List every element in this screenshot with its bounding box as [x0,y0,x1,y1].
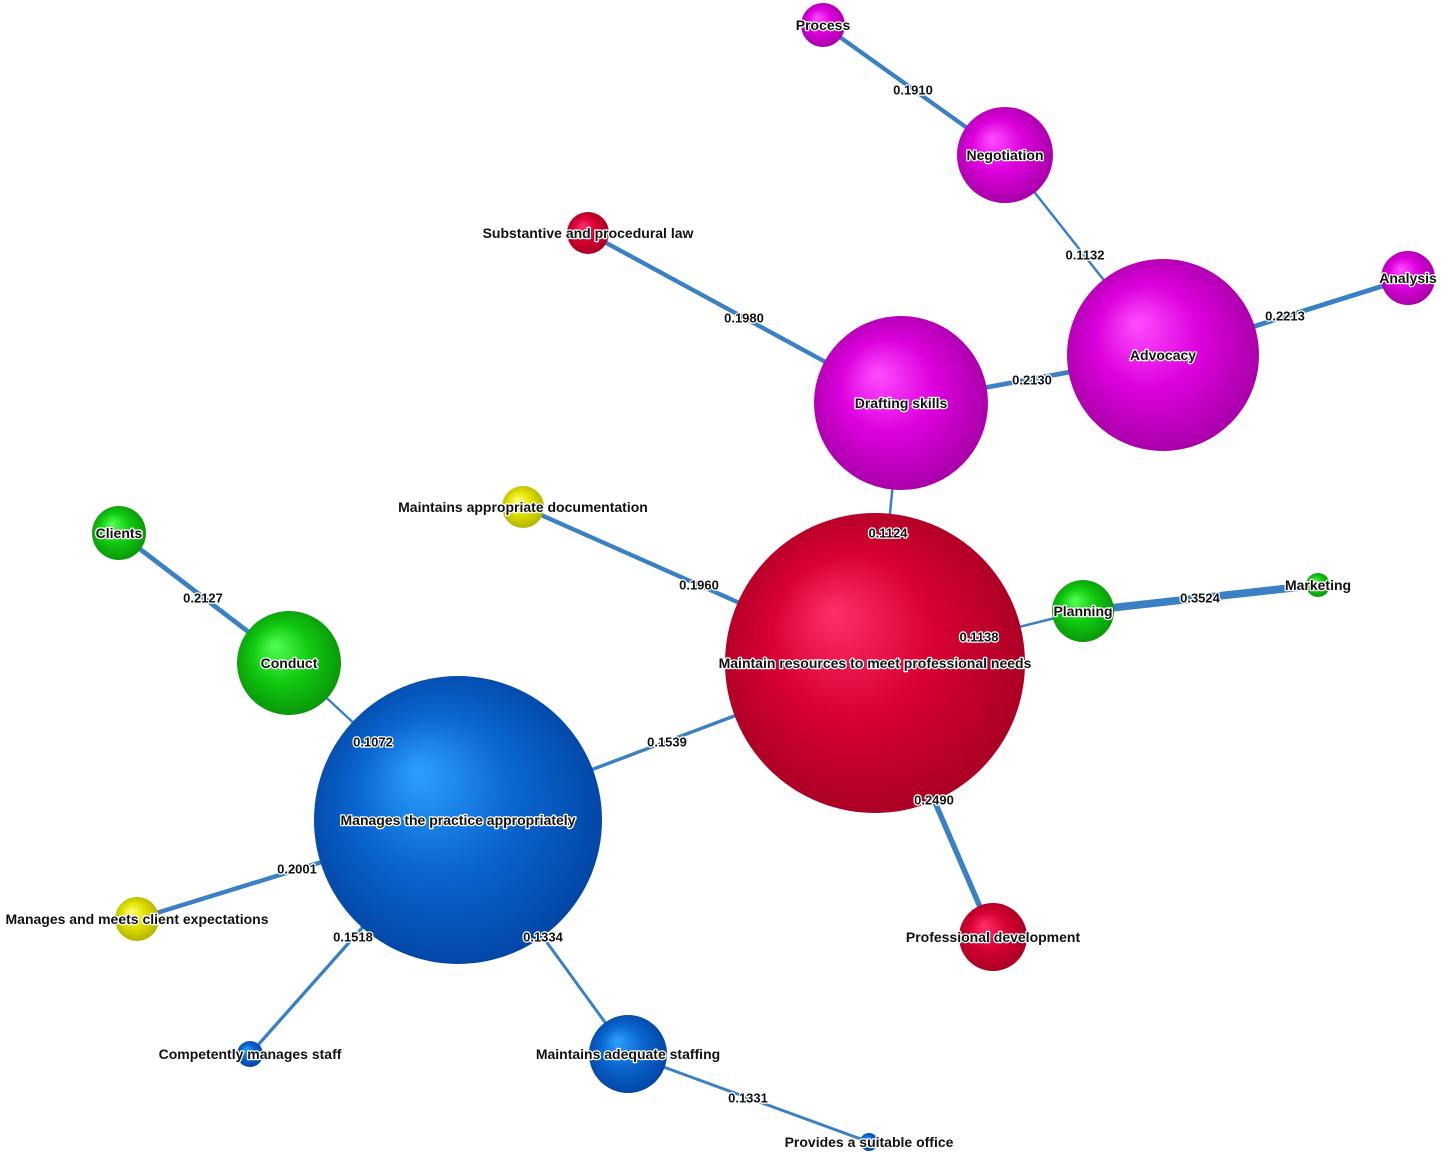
node-label-staff: Competently manages staff [159,1046,342,1062]
node-label-manages-practice: Manages the practice appropriately [341,812,576,828]
node-office[interactable] [860,1133,878,1151]
edge-weight-label: 0.1334 [523,930,564,945]
edge-weight-label: 0.1980 [724,311,764,326]
node-label-marketing: Marketing [1285,577,1351,593]
edge-weight-label: 0.2490 [914,793,954,808]
node-label-conduct: Conduct [261,655,318,671]
node-negotiation[interactable] [957,107,1053,203]
edge-weight-label: 0.1539 [647,735,687,750]
node-manages-practice[interactable] [314,676,602,964]
edge-weight-label: 0.1072 [353,735,393,750]
node-staffing[interactable] [589,1015,667,1093]
node-substantive[interactable] [567,212,609,254]
node-maintain-resources[interactable] [725,513,1025,813]
node-process[interactable] [801,3,845,47]
node-label-client-expect: Manages and meets client expectations [6,911,269,927]
node-conduct[interactable] [237,611,341,715]
edge-weight-label: 0.1910 [893,83,933,98]
edge-planning-marketing [1079,581,1322,615]
edge-weight-label: 0.2213 [1265,309,1305,324]
edge-weight-label: 0.2001 [277,862,317,877]
node-professional-dev[interactable] [959,903,1027,971]
node-analysis[interactable] [1381,251,1435,305]
node-label-maintain-resources: Maintain resources to meet professional … [719,655,1032,671]
node-client-expect[interactable] [115,897,159,941]
edge-weight-label: 0.1132 [1065,248,1104,263]
nodes-layer [92,3,1435,1151]
edge-weight-label: 0.3524 [1180,591,1221,606]
node-label-negotiation: Negotiation [967,147,1044,163]
node-label-professional-dev: Professional development [906,929,1081,945]
node-label-substantive: Substantive and procedural law [483,225,694,241]
node-label-analysis: Analysis [1379,270,1437,286]
edge-weight-label: 0.1518 [333,930,373,945]
edge-staffing-office [626,1052,871,1144]
edge-weight-label: 0.2130 [1012,373,1052,388]
edge-weight-label: 0.1138 [959,630,998,645]
node-label-advocacy: Advocacy [1130,347,1196,363]
node-planning[interactable] [1052,580,1114,642]
edge-weight-label: 0.2127 [183,591,223,606]
node-drafting[interactable] [814,316,988,490]
node-label-office: Provides a suitable office [785,1134,954,1150]
node-label-documentation: Maintains appropriate documentation [398,499,648,515]
node-advocacy[interactable] [1067,259,1259,451]
node-label-process: Process [796,17,851,33]
node-label-clients: Clients [96,525,143,541]
node-staff[interactable] [237,1041,263,1067]
node-clients[interactable] [92,506,146,560]
node-documentation[interactable] [502,486,544,528]
edge-weight-label: 0.1124 [868,526,908,541]
edge-labels-layer: 0.1910 0.1132 0.2213 0.2130 0.1980 0.1124 0.19… [182,81,1306,1106]
node-marketing[interactable] [1306,573,1330,597]
edge-weight-label: 0.1960 [679,578,719,593]
node-label-drafting: Drafting skills [855,395,948,411]
edge-weight-label: 0.1331 [728,1091,768,1106]
node-label-staffing: Maintains adequate staffing [536,1046,720,1062]
node-label-planning: Planning [1053,603,1112,619]
